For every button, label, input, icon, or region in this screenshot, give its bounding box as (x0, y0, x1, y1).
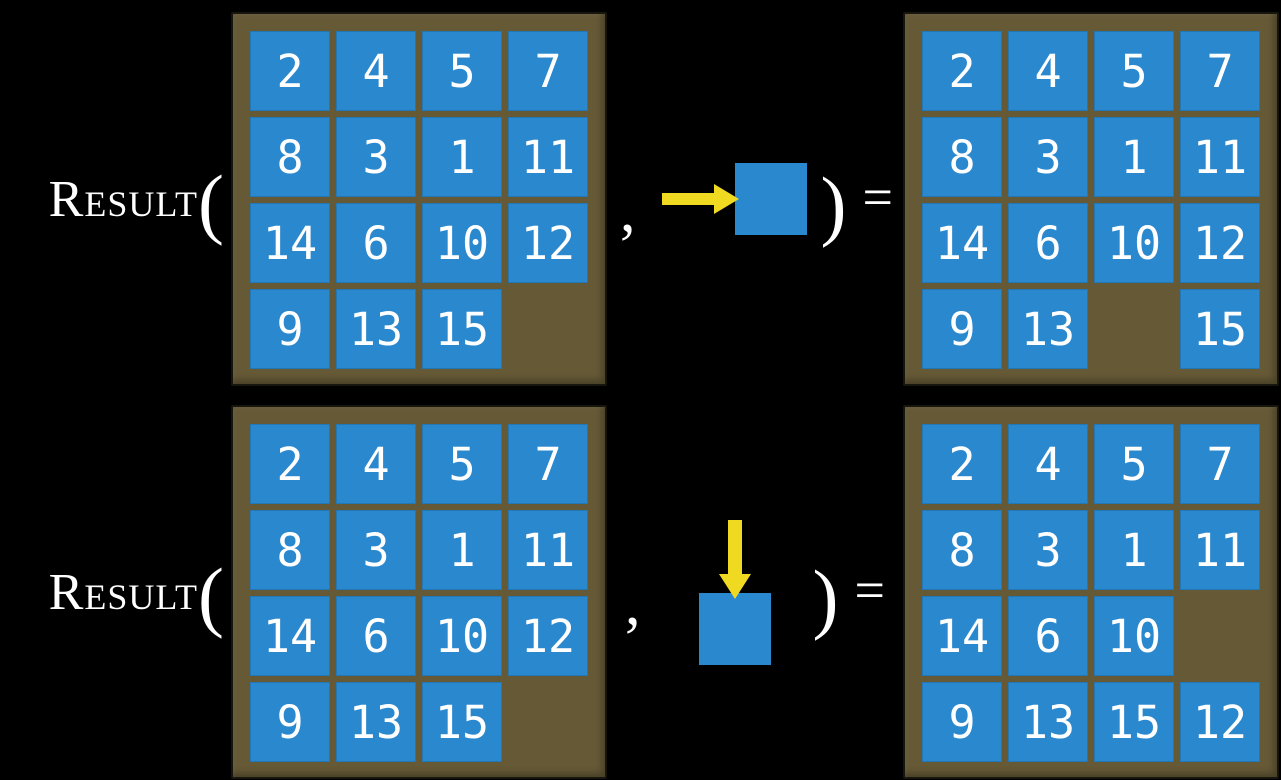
tile-13: 13 (1008, 289, 1088, 369)
tile-13: 13 (1008, 682, 1088, 762)
tile-3: 3 (336, 117, 416, 197)
empty-cell (508, 682, 588, 762)
tile-12: 12 (1180, 203, 1260, 283)
action-area: , ) = (620, 161, 893, 248)
tile-1: 1 (1094, 117, 1174, 197)
tile-2: 2 (922, 31, 1002, 111)
function-name: Result (48, 563, 199, 621)
tile-4: 4 (336, 424, 416, 504)
tile-9: 9 (250, 289, 330, 369)
tile-9: 9 (922, 682, 1002, 762)
tile-4: 4 (1008, 424, 1088, 504)
close-paren-equals: ) = (820, 161, 893, 248)
tile-5: 5 (1094, 31, 1174, 111)
tile-2: 2 (922, 424, 1002, 504)
tile-7: 7 (508, 31, 588, 111)
tile-12: 12 (508, 203, 588, 283)
tile-15: 15 (1180, 289, 1260, 369)
tile-8: 8 (922, 510, 1002, 590)
empty-cell (1180, 596, 1260, 676)
tile-6: 6 (336, 203, 416, 283)
tile-8: 8 (250, 510, 330, 590)
tile-6: 6 (1008, 596, 1088, 676)
right-arrow-icon (661, 184, 739, 214)
tile-10: 10 (1094, 596, 1174, 676)
tile-14: 14 (922, 203, 1002, 283)
tile-8: 8 (250, 117, 330, 197)
tile-5: 5 (1094, 424, 1174, 504)
function-label: Result( (48, 552, 224, 639)
tile-5: 5 (422, 31, 502, 111)
tile-14: 14 (250, 203, 330, 283)
function-name: Result (48, 170, 199, 228)
tile-15: 15 (422, 289, 502, 369)
down-arrow-icon (718, 519, 751, 599)
tile-3: 3 (336, 510, 416, 590)
close-paren-equals: ) = (812, 554, 885, 641)
tile-11: 11 (508, 117, 588, 197)
action-graphic-right (661, 163, 807, 235)
tile-6: 6 (336, 596, 416, 676)
tile-4: 4 (1008, 31, 1088, 111)
tile-8: 8 (922, 117, 1002, 197)
tile-11: 11 (1180, 510, 1260, 590)
equals-sign: = (862, 167, 893, 227)
tile-11: 11 (1180, 117, 1260, 197)
tile-14: 14 (250, 596, 330, 676)
tile-15: 15 (1094, 682, 1174, 762)
tile-12: 12 (508, 596, 588, 676)
tile-12: 12 (1180, 682, 1260, 762)
tile-9: 9 (250, 682, 330, 762)
action-graphic-down (698, 519, 771, 665)
tile-1: 1 (1094, 510, 1174, 590)
tile-5: 5 (422, 424, 502, 504)
function-label: Result( (48, 159, 224, 246)
tile-3: 3 (1008, 510, 1088, 590)
tile-6: 6 (1008, 203, 1088, 283)
tile-10: 10 (1094, 203, 1174, 283)
tile-11: 11 (508, 510, 588, 590)
action-tile-square (698, 592, 771, 665)
action-area: , ) = (607, 405, 903, 779)
tile-2: 2 (250, 424, 330, 504)
tile-10: 10 (422, 596, 502, 676)
action-tile-square (734, 163, 807, 235)
tile-13: 13 (336, 289, 416, 369)
tile-9: 9 (922, 289, 1002, 369)
tile-13: 13 (336, 682, 416, 762)
tile-1: 1 (422, 117, 502, 197)
tile-3: 3 (1008, 117, 1088, 197)
tile-15: 15 (422, 682, 502, 762)
equals-sign: = (854, 560, 885, 620)
empty-cell (1094, 289, 1174, 369)
tile-14: 14 (922, 596, 1002, 676)
tile-4: 4 (336, 31, 416, 111)
tile-7: 7 (1180, 424, 1260, 504)
tile-1: 1 (422, 510, 502, 590)
tile-7: 7 (508, 424, 588, 504)
tile-10: 10 (422, 203, 502, 283)
tile-7: 7 (1180, 31, 1260, 111)
tile-2: 2 (250, 31, 330, 111)
empty-cell (508, 289, 588, 369)
